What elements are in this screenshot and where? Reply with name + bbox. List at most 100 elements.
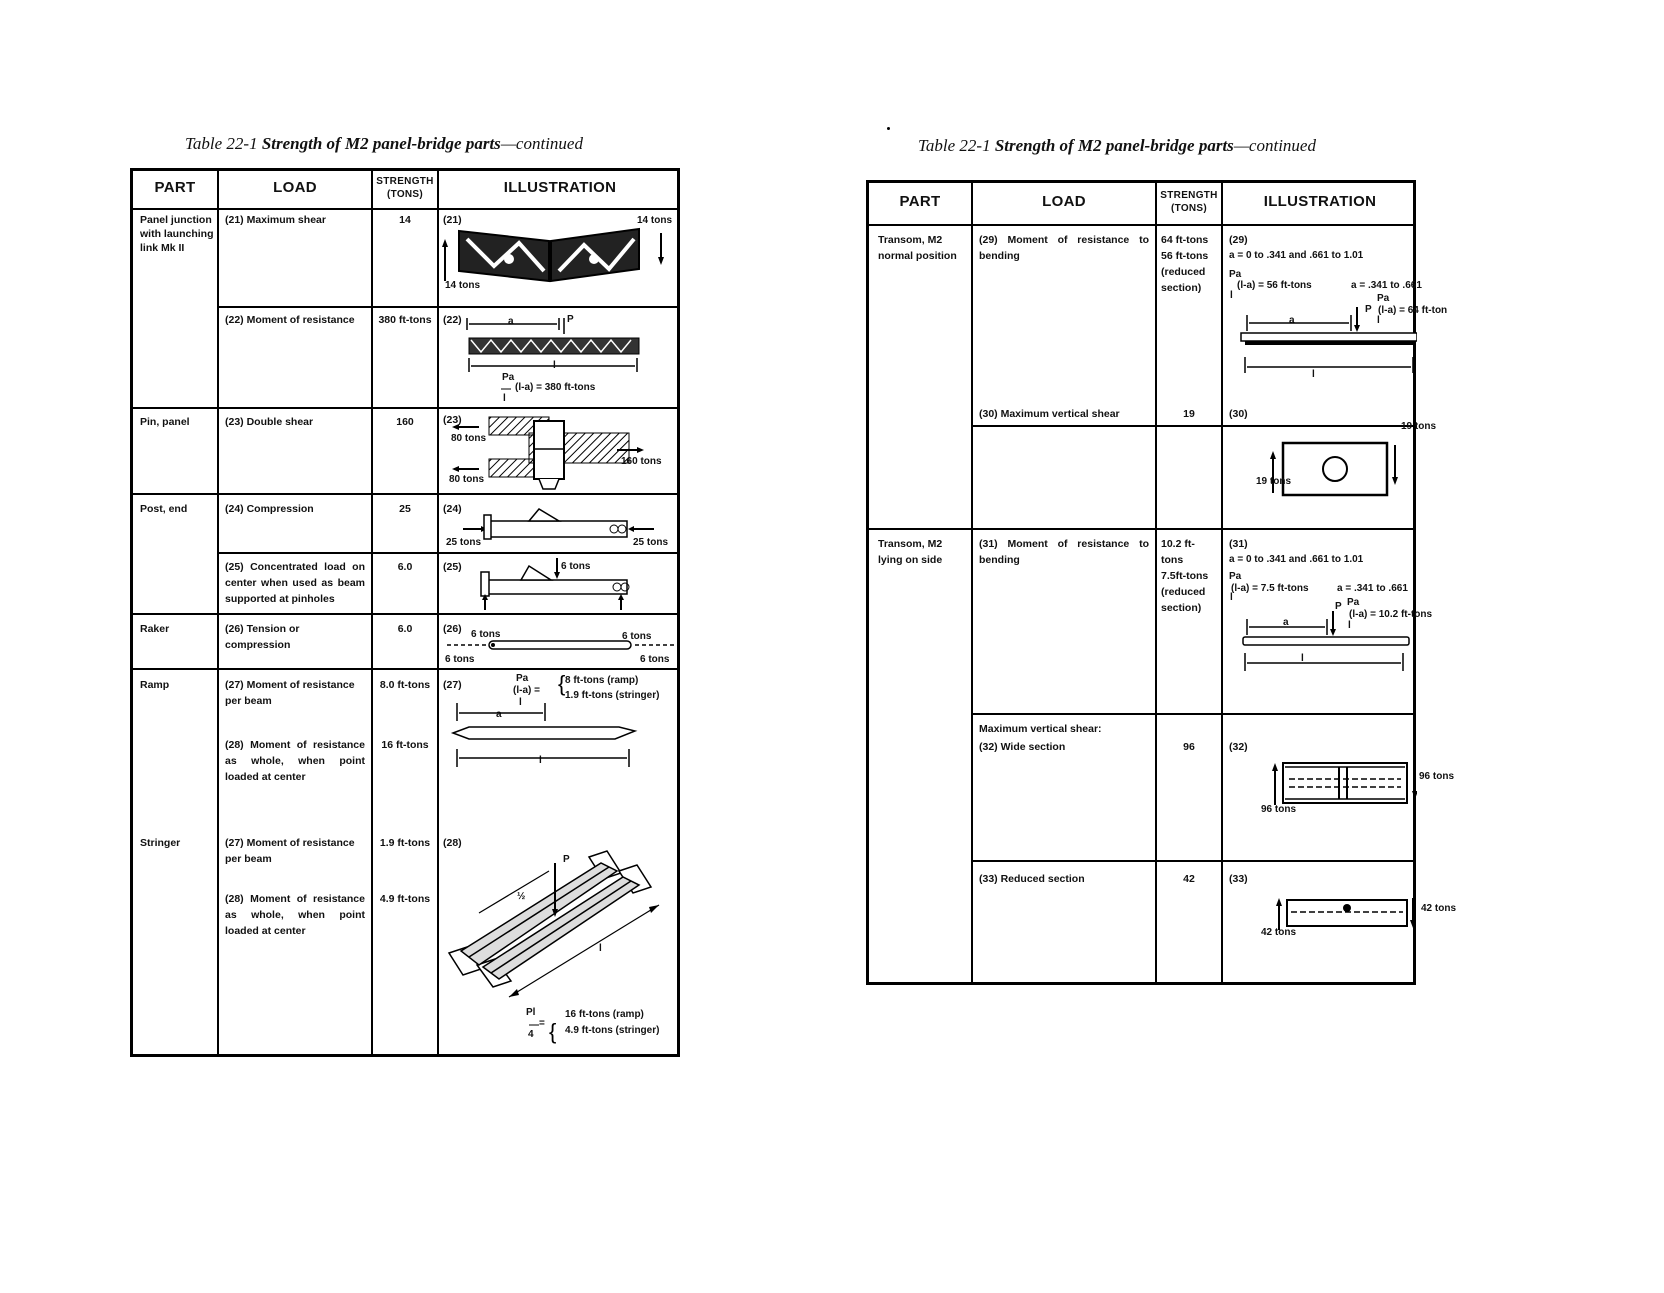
dim-label: ½ — [517, 891, 526, 902]
illustration-number: (23) — [443, 414, 462, 426]
load-cell: (25) Concentrated load on center when us… — [225, 561, 365, 605]
load-cell: (26) Tension or compression — [225, 623, 300, 651]
illustration-number: (29) — [1229, 234, 1248, 246]
strength-cell: 6.0 — [397, 561, 413, 573]
dim-label: l — [539, 755, 542, 766]
strength-cell: 16 ft-tons — [381, 739, 429, 751]
formula-label: (l-a) = 56 ft-tons — [1237, 280, 1312, 291]
load-label: 14 tons — [445, 280, 481, 291]
formula-label: (l-a) = 7.5 ft-tons — [1231, 583, 1309, 594]
formula-label: a = .341 to .661 — [1337, 583, 1408, 594]
force-label: 80 tons — [451, 433, 487, 444]
dim-label: a — [1283, 617, 1289, 628]
force-label: 19 tons — [1401, 421, 1437, 432]
load-label: 14 tons — [637, 215, 673, 226]
strength-cell: 96 — [1183, 741, 1195, 753]
svg-text:{: { — [558, 671, 565, 696]
force-label: 6 tons — [622, 631, 652, 642]
dim-label: a — [496, 709, 502, 720]
formula-label: a = 0 to .341 and .661 to 1.01 — [1229, 554, 1364, 565]
formula-label: (l-a) = 64 ft-ton — [1378, 305, 1448, 316]
dim-label: l — [553, 360, 556, 371]
wide-section-illustration — [1272, 761, 1417, 805]
strength-cell: 64 ft-tons 56 ft-tons (reduced section) — [1161, 234, 1209, 294]
force-label: 80 tons — [449, 474, 485, 485]
load-cell: (27) Moment of resistance per beam — [225, 679, 355, 707]
part-cell: Panel junction with launching link Mk II — [140, 214, 214, 254]
dim-label: l — [599, 943, 602, 954]
formula-label: l — [1377, 315, 1380, 326]
force-label: P — [1335, 601, 1342, 612]
header-illustration: ILLUSTRATION — [503, 179, 617, 196]
strength-cell: 4.9 ft-tons — [379, 893, 431, 905]
formula-label: 1.9 ft-tons (stringer) — [565, 690, 660, 701]
ramp-illustration: { — [450, 671, 638, 767]
header-load: LOAD — [273, 179, 317, 196]
formula-label: = — [539, 1018, 545, 1029]
strength-cell: 160 — [396, 416, 414, 428]
force-label: 6 tons — [640, 654, 670, 665]
load-subheading: Maximum vertical shear: — [979, 723, 1102, 735]
illustration-number: (26) — [443, 623, 462, 635]
force-label: 96 tons — [1261, 804, 1297, 815]
formula-label: l — [1230, 592, 1233, 603]
dim-label: a — [508, 316, 514, 327]
force-label: 42 tons — [1261, 927, 1297, 938]
dim-label: l — [1312, 369, 1315, 380]
part-cell: Post, end — [140, 503, 188, 515]
right-table-title: Table 22-1 Strength of M2 panel-bridge p… — [918, 136, 1316, 155]
force-label: 96 tons — [1419, 771, 1455, 782]
dim-label: a — [1289, 315, 1295, 326]
strength-cell: 25 — [399, 503, 411, 515]
strength-cell: 14 — [399, 214, 411, 226]
left-table-title: Table 22-1 Strength of M2 panel-bridge p… — [185, 134, 583, 153]
force-label: 6 tons — [561, 561, 591, 572]
force-label: 160 tons — [621, 456, 662, 467]
force-label: 19 tons — [1256, 476, 1292, 487]
force-label: 6 tons — [445, 654, 475, 665]
illustration-number: (25) — [443, 561, 462, 573]
transom-shear-illustration — [1270, 441, 1398, 497]
formula-label: (l-a) = 10.2 ft-tons — [1349, 609, 1433, 620]
load-cell: (23) Double shear — [225, 416, 314, 428]
illustration-number: (22) — [443, 314, 462, 326]
load-cell: (28) Moment of resistance as whole, when… — [225, 893, 365, 937]
illustration-number: (33) — [1229, 873, 1248, 885]
load-cell: (24) Compression — [225, 503, 314, 515]
right-table: PART LOAD STRENGTH (TONS) ILLUSTRATION T… — [866, 180, 1456, 985]
transom-side-illustration — [1242, 611, 1410, 671]
panel-pin-illustration — [452, 416, 644, 490]
part-cell: Ramp — [140, 679, 170, 691]
formula-label: Pa — [516, 673, 529, 684]
panel-junction-illustration — [442, 227, 664, 283]
illustration-number: (30) — [1229, 408, 1248, 420]
load-cell: (28) Moment of resistance as whole, when… — [225, 739, 365, 783]
formula-label: Pa — [1229, 571, 1242, 582]
formula-label: Pa — [1229, 269, 1242, 280]
header-strength: STRENGTH (TONS) — [376, 176, 434, 200]
formula-label: a = 0 to .341 and .661 to 1.01 — [1229, 250, 1364, 261]
force-label: 6 tons — [471, 629, 501, 640]
formula-label: (l-a) = — [513, 685, 540, 696]
illustration-number: (27) — [443, 679, 462, 691]
formula-brace: { — [529, 1019, 556, 1044]
formula-label: Pa — [502, 372, 515, 383]
force-label: 25 tons — [446, 537, 482, 548]
formula-label: l — [1348, 620, 1351, 631]
strength-cell: 42 — [1183, 873, 1195, 885]
moment-resistance-illustration — [466, 318, 640, 390]
load-cell: (22) Moment of resistance — [225, 314, 355, 326]
force-label: P — [1365, 304, 1372, 315]
left-table: PART LOAD STRENGTH (TONS) ILLUSTRATION P… — [130, 168, 680, 1057]
stray-mark — [887, 127, 890, 130]
strength-cell: 10.2 ft- tons 7.5ft-tons (reduced sectio… — [1161, 538, 1209, 614]
formula-label: 4.9 ft-tons (stringer) — [565, 1025, 660, 1036]
part-cell: Pin, panel — [140, 416, 190, 428]
formula-label: (l-a) = 380 ft-tons — [515, 382, 596, 393]
end-post-compression-illustration — [463, 508, 654, 540]
load-cell: (29) Moment of resistance to bending — [979, 234, 1149, 262]
illustration-number: (28) — [443, 837, 462, 849]
strength-cell: 19 — [1183, 408, 1195, 420]
header-illustration: ILLUSTRATION — [1263, 193, 1377, 210]
formula-label: Pl — [526, 1007, 536, 1018]
